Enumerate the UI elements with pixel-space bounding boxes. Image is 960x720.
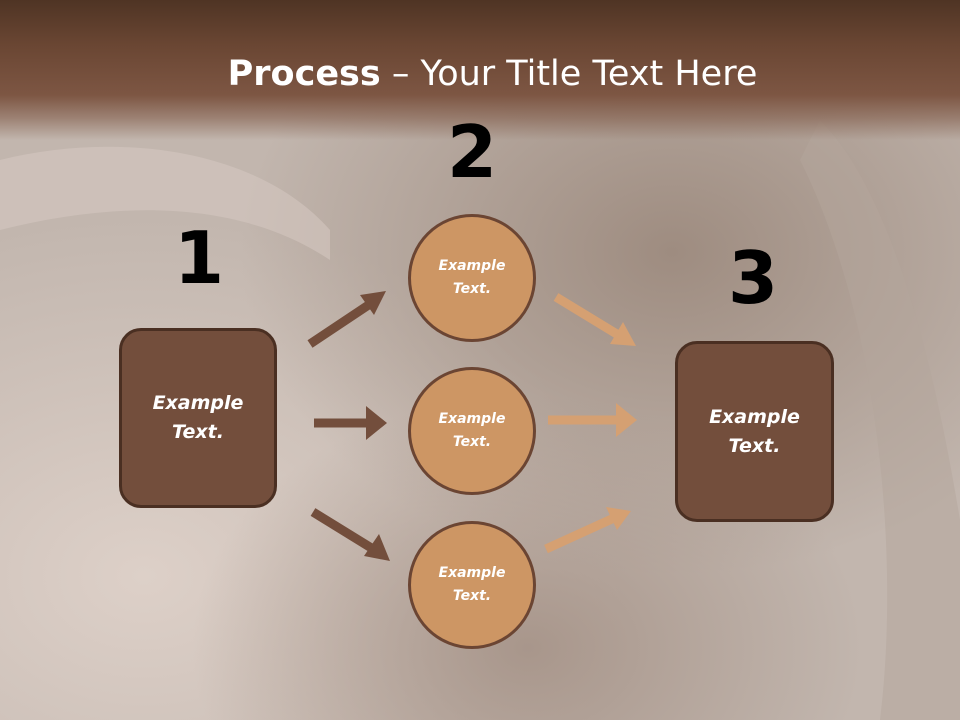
step-2-circle-top: Example Text. (408, 214, 536, 342)
arrow-bottom-to-3 (544, 507, 631, 554)
step-2-circle-bottom-text: Example Text. (438, 565, 506, 604)
title-bold: Process (227, 54, 381, 94)
step-3-number: 3 (727, 236, 779, 320)
title-rest: – Your Title Text Here (380, 54, 758, 94)
step-3-box: Example Text. (675, 341, 834, 522)
step-2-circle-middle-text: Example Text. (438, 411, 506, 450)
step-2-circle-middle: Example Text. (408, 367, 536, 495)
arrow-1-to-middle (314, 406, 387, 440)
step-2-number: 2 (446, 110, 498, 194)
arrow-top-to-3 (553, 293, 636, 346)
step-3-text: Example Text. (709, 405, 800, 457)
step-1-number: 1 (173, 216, 225, 300)
arrow-1-to-bottom (310, 508, 390, 561)
step-2-circle-bottom: Example Text. (408, 521, 536, 649)
step-2-circle-top-text: Example Text. (438, 258, 506, 297)
arrow-1-to-top (307, 291, 386, 348)
slide-title: Process – Your Title Text Here (0, 52, 960, 96)
step-1-box: Example Text. (119, 328, 277, 508)
title-bar (0, 0, 960, 150)
step-1-text: Example Text. (152, 392, 244, 443)
arrow-middle-to-3 (548, 403, 637, 437)
